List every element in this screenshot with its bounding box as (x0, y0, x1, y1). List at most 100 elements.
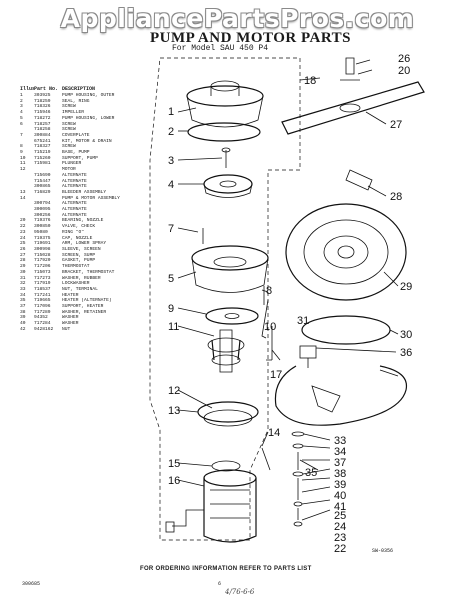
part-no-cell: 718259 (34, 98, 51, 104)
callout-7: 7 (168, 223, 174, 235)
description-cell: PUMP & MOTOR ASSEMBLY (62, 195, 120, 201)
description-cell: SCREW (62, 121, 76, 127)
description-cell: ALTERNATE (62, 184, 87, 190)
motor-part (165, 469, 257, 543)
description-cell: MOTOR (62, 167, 76, 173)
plunger-assembly-part (207, 329, 245, 373)
callout-22: 22 (334, 543, 346, 555)
part-no-cell: 715028 (34, 252, 51, 258)
part-no-cell: 718537 (34, 286, 51, 292)
description-cell: NUT, TERMINAL (62, 286, 98, 292)
description-cell: SUPPORT, HEATER (62, 304, 104, 310)
part-no-cell: 303925 (34, 93, 51, 98)
description-cell: CAP, NOZZLE (62, 235, 93, 241)
callout-26: 26 (398, 53, 410, 65)
description-cell: COVERPLATE (62, 132, 90, 138)
table-row: 300794 ALTERNATE (20, 201, 155, 207)
part-no-cell: 717273 (34, 275, 51, 281)
callout-25: 25 (334, 510, 346, 522)
header-part-no: Part No. (34, 86, 59, 92)
part-no-cell: 717289 (34, 309, 51, 315)
impeller-part (203, 174, 253, 198)
callout-35: 35 (305, 467, 317, 479)
callout-20: 20 (398, 65, 410, 77)
description-cell: SUPPORT, PUMP (62, 155, 98, 161)
page-title: PUMP AND MOTOR PARTS (150, 30, 352, 46)
illus-no-cell: 3 (20, 104, 23, 110)
description-cell: RING "O" (62, 229, 85, 235)
part-no-cell: 717919 (34, 281, 51, 287)
callout-8: 8 (266, 285, 272, 297)
heater-element-part (274, 365, 408, 426)
part-no-cell: 717206 (34, 264, 51, 270)
illus-no-cell: 6 (20, 121, 23, 127)
illus-no-cell: 40 (20, 321, 26, 327)
part-no-cell: 715260 (34, 155, 51, 161)
callout-36: 36 (400, 347, 412, 359)
illus-no-cell: 2 (20, 98, 23, 104)
description-cell: ALTERNATE (62, 178, 87, 184)
part-no-cell: 675241 (34, 138, 51, 144)
callout-4: 4 (168, 179, 174, 191)
illus-no-cell: 1 (20, 93, 23, 98)
document-number: 300685 (22, 581, 41, 587)
illus-no-cell: 24 (20, 235, 26, 241)
callout-labels: 1 2 3 4 5 6 7 8 9 10 11 12 13 14 15 16 1… (168, 53, 412, 555)
description-cell: ARM, LOWER SPRAY (62, 241, 107, 247)
illus-no-cell: 31 (20, 275, 26, 281)
washer-nut-stack-part (291, 431, 305, 527)
description-cell: GASKET, PUMP (62, 258, 96, 264)
description-cell: ALTERNATE (62, 172, 87, 178)
table-row: 1 303925 PUMP HOUSING, OUTER (20, 93, 155, 99)
pump-housing-lower-part (191, 245, 269, 293)
table-row: 32 717919 LOCKWASHER (20, 281, 155, 287)
illus-no-cell: 27 (20, 252, 26, 258)
description-cell: ALTERNATE (62, 201, 87, 207)
illus-no-cell: 37 (20, 304, 26, 310)
description-cell: SCREW (62, 144, 76, 150)
callout-29: 29 (400, 281, 412, 293)
illus-no-cell: 5 (20, 115, 23, 121)
illus-no-cell: 8 (20, 144, 23, 150)
ordering-footer: FOR ORDERING INFORMATION REFER TO PARTS … (140, 566, 312, 572)
description-cell: LOCKWASHER (62, 281, 90, 287)
callout-31: 31 (297, 315, 309, 327)
illus-no-cell: 25 (20, 241, 26, 247)
description-cell: VALVE, CHECK (62, 224, 96, 230)
part-no-cell: 300256 (34, 212, 51, 218)
description-cell: PUMP HOUSING, OUTER (62, 93, 115, 98)
part-no-cell: 718327 (34, 144, 51, 150)
callout-16: 16 (168, 475, 180, 487)
leader-lines (177, 59, 399, 521)
description-cell: SLEEVE, SCREEN (62, 246, 101, 252)
pump-support-part (261, 299, 269, 339)
callout-5: 5 (168, 273, 174, 285)
description-cell: SCREW (62, 104, 76, 110)
callout-41: 41 (334, 501, 346, 513)
description-cell: BLEEDER ASSEMBLY (62, 189, 107, 195)
part-no-cell: 300794 (34, 201, 51, 207)
drawing-code: SW-0356 (372, 548, 393, 554)
callout-40: 40 (334, 490, 346, 502)
part-no-cell: 717920 (34, 258, 51, 264)
description-cell: WASHER (62, 321, 79, 327)
description-cell: SCREW (62, 127, 76, 133)
callout-23: 23 (334, 532, 346, 544)
callout-12: 12 (168, 385, 180, 397)
callout-15: 15 (168, 458, 180, 470)
part-no-cell: 715447 (34, 178, 51, 184)
part-no-cell: 300998 (34, 246, 51, 252)
illus-no-cell: 32 (20, 281, 26, 287)
